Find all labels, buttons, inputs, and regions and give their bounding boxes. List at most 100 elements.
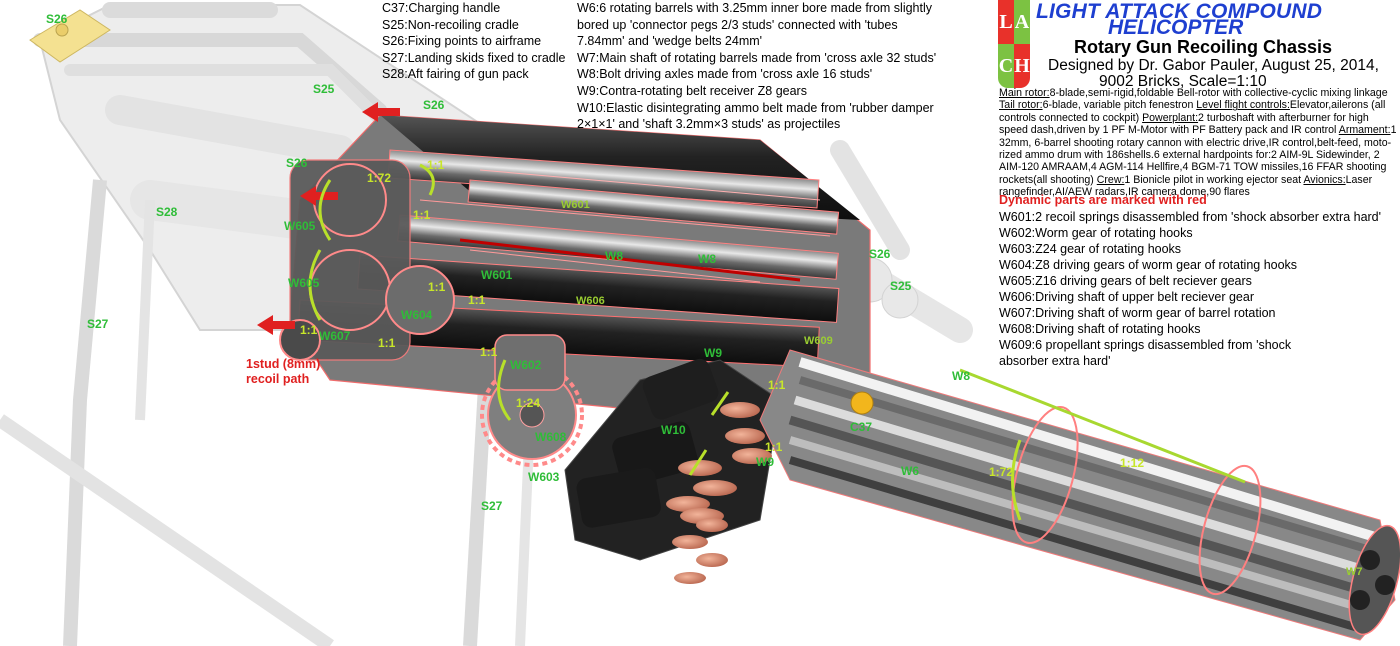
label-w7: W7 [1346,566,1363,578]
title-line2: HELICOPTER [1108,16,1244,39]
spec-value: 1 Bionicle pilot in working ejector seat [1124,173,1304,186]
ratio-label: 1:72 [367,171,392,185]
label-w609: W609 [804,335,833,347]
legend-item: W8:Bolt driving axles made from 'cross a… [577,67,873,82]
legend-item: S26:Fixing points to airframe [382,34,542,49]
spec-key: Main rotor: [999,87,1050,99]
label-w608: W608 [535,430,567,444]
rotation-arrows [308,163,1246,521]
spec-value: Elevator,ailerons (all controls connecte… [999,99,1386,124]
legend-item: S25:Non-recoiling cradle [382,17,519,32]
label-c37: C37 [850,420,873,434]
ratio-label: 1:1 [413,208,431,222]
label-s25: S25 [313,82,335,96]
label-w6: W6 [901,464,919,478]
logo-letter-h: H [1014,44,1030,88]
spec-value: 1 32mm, 6-barrel shooting rotary cannon … [999,124,1397,186]
w-list-item: W604:Z8 driving gears of worm gear of ro… [999,258,1298,272]
barrel-cluster [759,349,1400,641]
specifications: Main rotor:8-blade,semi-rigid,foldable B… [999,87,1397,199]
label-w8: W8 [952,369,970,383]
logo-letter-a: A [1014,0,1030,44]
label-w607: W607 [319,329,351,343]
ratio-label: 1:12 [1120,456,1145,470]
legend-item: 2×1×1' and 'shaft 3.2mm×3 studs' as proj… [577,117,841,132]
legend-item: S27:Landing skids fixed to cradle [382,50,566,65]
recoil-arrows [257,102,400,335]
spec-key: Crew: [1096,173,1125,186]
spec-key: Armament: [1338,124,1391,137]
legend-item: W7:Main shaft of rotating barrels made f… [577,50,937,65]
w-list-item: W608:Driving shaft of rotating hooks [999,322,1201,336]
spec-value: Laser rangefinder,AI/AEW radars,IR camer… [999,173,1373,199]
label-w601: W601 [481,268,513,282]
w-parts-list: W601:2 recoil springs disassembled from … [999,209,1399,369]
legend-item: W9:Contra-rotating belt receiver Z8 gear… [577,83,807,98]
ratio-label: 1:1 [300,323,318,337]
spec-key: Powerplant: [1142,111,1199,124]
label-w605: W605 [288,276,320,290]
legend-item: S28:Aft fairing of gun pack [382,67,529,82]
label-s27: S27 [481,499,503,513]
recoil-line: recoil path [246,372,310,386]
spec-value: 8-blade,semi-rigid,foldable Bell-rotor w… [1049,87,1388,99]
w-list-item: W609:6 propellant springs disassembled f… [999,338,1292,352]
label-w9: W9 [704,346,722,360]
spec-key: Level flight controls: [1196,99,1290,112]
spec-key: Avionics: [1303,173,1346,186]
label-w10: W10 [661,423,686,437]
ratio-label: 1:1 [427,158,445,172]
label-s26: S26 [423,98,445,112]
lach-logo: L A C H [998,0,1030,88]
ratio-label: 1:24 [516,396,541,410]
spec-value: 2 turboshaft with afterburner for high s… [999,111,1369,137]
logo-letter-l: L [998,0,1014,44]
spec-key: Tail rotor: [999,99,1043,112]
spec-value: 6-blade, variable pitch fenestron [1042,99,1197,112]
ammo-belt [564,358,781,584]
label-w8: W8 [698,252,716,266]
w-list-item: W603:Z24 gear of rotating hooks [999,242,1182,256]
bricks-line: 9002 Bricks, Scale=1:10 [1099,73,1267,90]
label-w9: W9 [756,455,774,469]
label-s26: S26 [46,12,68,26]
label-s26: S26 [286,156,308,170]
label-w602: W602 [510,358,542,372]
label-w606: W606 [576,295,605,307]
label-s25: S25 [890,279,912,293]
legend-mid: W6:6 rotating barrels with 3.25mm inner … [577,0,936,133]
recoil-path-note: 1stud (8mm) recoil path [246,357,320,387]
w-list-item: W601:2 recoil springs disassembled from … [999,210,1382,224]
label-w603: W603 [528,470,560,484]
logo-letter-c: C [998,44,1014,88]
label-s28: S28 [156,205,178,219]
ratio-label: 1:1 [765,440,783,454]
legend-left: C37:Charging handle S25:Non-recoiling cr… [382,0,565,83]
label-w8: W8 [605,249,623,263]
legend-item: W6:6 rotating barrels with 3.25mm inner … [577,1,933,15]
label-w605: W605 [284,219,316,233]
label-s26: S26 [869,247,891,261]
legend-item: 7.84mm' and 'wedge belts 24mm' [577,34,763,49]
legend-item: W10:Elastic disintegrating ammo belt mad… [577,100,934,115]
w-list-item: W602:Worm gear of rotating hooks [999,226,1193,240]
w-list-item: absorber extra hard' [999,354,1111,368]
label-w601: W601 [561,199,590,211]
dynamic-parts-note: Dynamic parts are marked with red [999,193,1207,207]
label-w604: W604 [401,308,433,322]
ratio-label: 1:1 [768,378,786,392]
w-list-item: W607:Driving shaft of worm gear of barre… [999,306,1276,320]
gun-body [279,114,871,467]
designer-line: Designed by Dr. Gabor Pauler, August 25,… [1048,57,1379,74]
ratio-label: 1:1 [428,280,446,294]
ratio-label: 1:1 [480,345,498,359]
label-s27: S27 [87,317,109,331]
subtitle: Rotary Gun Recoiling Chassis [1074,37,1333,57]
ratio-label: 1:72 [989,465,1014,479]
w-list-item: W605:Z16 driving gears of belt reciever … [999,274,1252,288]
w-list-item: W606:Driving shaft of upper belt recieve… [999,290,1254,304]
legend-item: bored up 'connector pegs 2/3 studs' conn… [577,17,898,32]
recoil-line: 1stud (8mm) [246,357,321,371]
